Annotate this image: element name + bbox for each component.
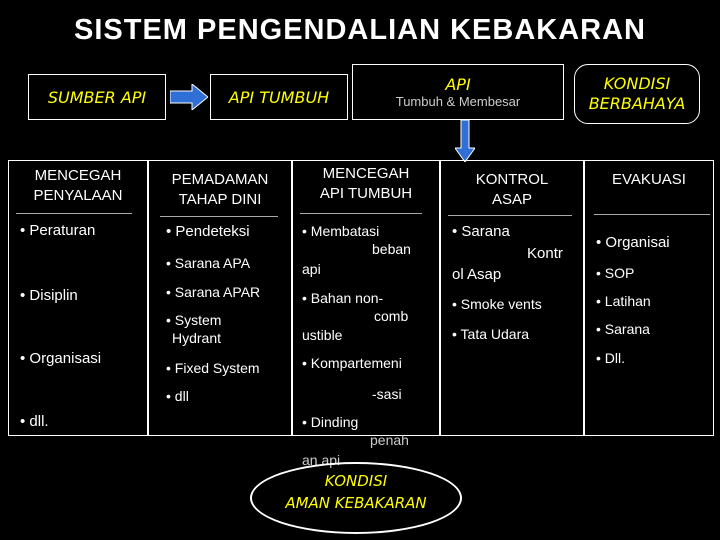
c4-item: • Sarana — [452, 223, 510, 240]
c5-heading-line1: EVAKUASI — [612, 171, 686, 188]
c2-heading-line1: PEMADAMAN — [171, 171, 269, 188]
kondisi-aman-oval — [250, 462, 462, 534]
column-evakuasi — [584, 160, 714, 436]
c4-heading: KONTROL ASAP — [440, 170, 584, 210]
c2-item: • dll — [166, 388, 189, 404]
column-mencegah-penyalaan — [8, 160, 148, 436]
c2-divider — [160, 216, 278, 217]
c3-heading-line2: API TUMBUH — [319, 185, 413, 202]
c3-heading-line1: MENCEGAH — [322, 165, 410, 182]
kondisi-aman-label: KONDISI AMAN KEBAKARAN — [250, 470, 462, 514]
api-label: API — [445, 75, 471, 94]
c5-item: • Organisai — [596, 234, 670, 251]
c5-divider — [594, 214, 710, 215]
c4-item: • Tata Udara — [452, 326, 530, 342]
c4-item: • Smoke vents — [452, 296, 542, 312]
c5-item: • Sarana — [596, 321, 650, 337]
c2-item: • Sarana APA — [166, 255, 251, 271]
c2-item: • Pendeteksi — [166, 223, 250, 240]
c1-item: • Peraturan — [20, 222, 96, 239]
c3-heading: MENCEGAH API TUMBUH — [292, 164, 440, 204]
c3-divider — [300, 213, 422, 214]
c3-item: api — [302, 261, 321, 277]
api-tumbuh-box: API TUMBUH — [210, 74, 348, 120]
c2-heading: PEMADAMAN TAHAP DINI — [148, 170, 292, 210]
column-pemadaman — [148, 160, 292, 436]
c3-item: comb — [374, 308, 409, 324]
c4-item: Kontr — [527, 245, 563, 262]
api-tumbuh-label: API TUMBUH — [228, 87, 330, 107]
api-box: API Tumbuh & Membesar — [352, 64, 564, 120]
sumber-api-box: SUMBER API — [28, 74, 166, 120]
kondisi-aman-line2: AMAN KEBAKARAN — [285, 494, 427, 512]
c1-item: • dll. — [20, 413, 49, 430]
kondisi-berbahaya-box: KONDISI BERBAHAYA — [574, 64, 700, 124]
c5-heading: EVAKUASI — [584, 170, 714, 190]
kondisi-aman-line1: KONDISI — [324, 472, 388, 490]
c1-item: • Organisasi — [20, 350, 102, 367]
c2-item: • Fixed System — [166, 360, 260, 376]
c3-item: • Dinding — [302, 414, 359, 430]
arrow-right-icon — [170, 84, 208, 110]
c2-item: • System — [166, 312, 222, 328]
berbahaya-label: BERBAHAYA — [588, 94, 686, 113]
column-mencegah-api-tumbuh — [292, 160, 440, 436]
c4-heading-line1: KONTROL — [475, 171, 549, 188]
c3-item: • Membatasi — [302, 223, 380, 239]
c1-heading-line2: PENYALAAN — [33, 187, 123, 204]
sumber-api-label: SUMBER API — [47, 87, 147, 107]
c3-item: ustible — [302, 327, 343, 343]
c3-item: beban — [372, 241, 411, 257]
c5-item: • SOP — [596, 265, 635, 281]
c3-item: • Kompartemeni — [302, 355, 402, 371]
c1-heading: MENCEGAH PENYALAAN — [8, 166, 148, 206]
api-sub-label: Tumbuh & Membesar — [395, 94, 521, 109]
c5-item: • Latihan — [596, 293, 651, 309]
c1-item: • Disiplin — [20, 287, 78, 304]
c3-item: penah — [370, 432, 409, 448]
c3-item: -sasi — [372, 386, 402, 402]
c4-divider — [448, 215, 572, 216]
kondisi-label: KONDISI — [603, 74, 671, 93]
diagram-title: SISTEM PENGENDALIAN KEBAKARAN — [74, 14, 646, 46]
c4-heading-line2: ASAP — [491, 191, 533, 208]
c2-heading-line2: TAHAP DINI — [178, 191, 262, 208]
c5-item: • Dll. — [596, 350, 626, 366]
c4-item: ol Asap — [452, 266, 502, 283]
c1-divider — [16, 213, 132, 214]
column-kontrol-asap — [440, 160, 584, 436]
arrow-down-icon — [455, 120, 475, 162]
c3-item: • Bahan non- — [302, 290, 384, 306]
c2-item: • Sarana APAR — [166, 284, 261, 300]
c2-item: Hydrant — [172, 330, 222, 346]
c1-heading-line1: MENCEGAH — [34, 167, 122, 184]
